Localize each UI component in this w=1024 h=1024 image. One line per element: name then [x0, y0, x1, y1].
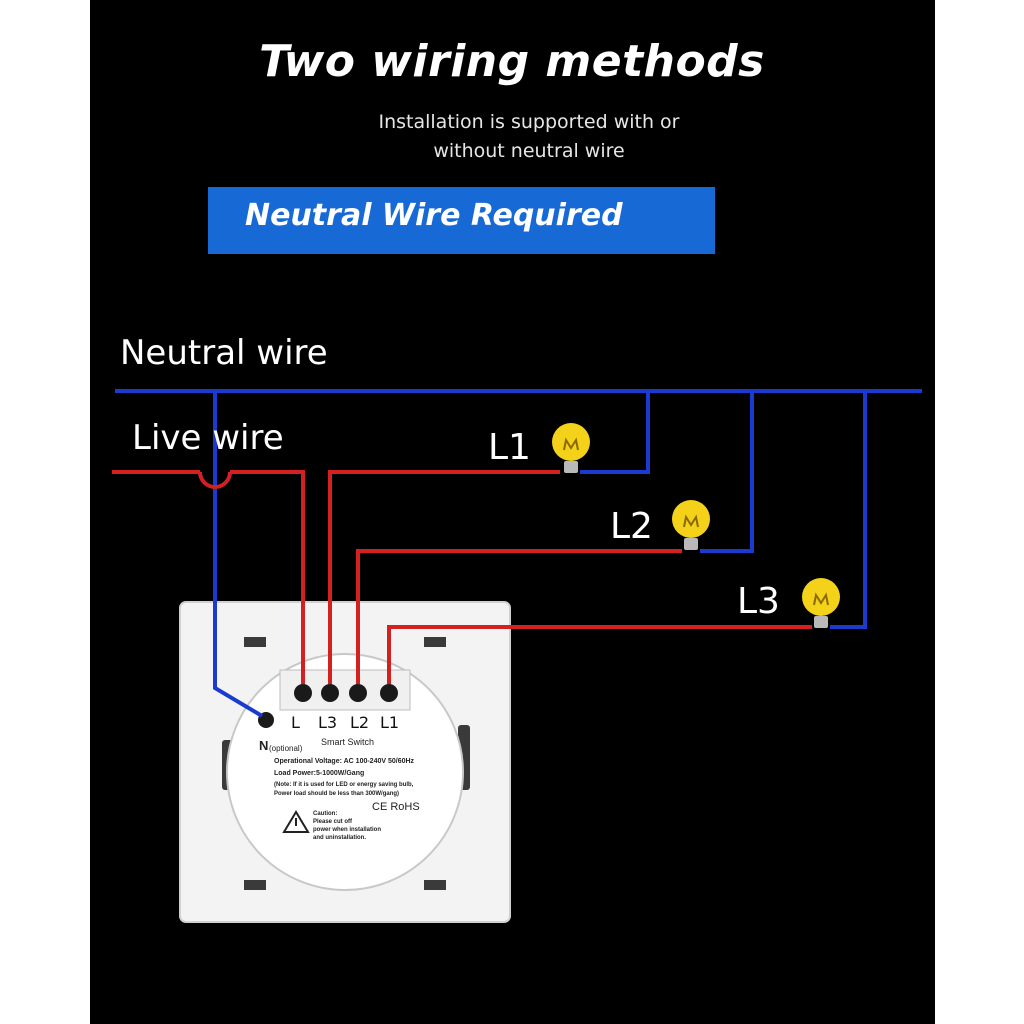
neutral-terminal-label: N: [259, 738, 269, 753]
warning-icon: [282, 810, 310, 833]
load-label-l2: L2: [610, 506, 653, 547]
page-title: Two wiring methods: [259, 36, 765, 87]
caution-line-3: and uninstallation.: [313, 835, 367, 841]
terminal-label-l2: L2: [350, 713, 370, 732]
terminal-screw-l: [294, 684, 312, 702]
device-voltage: Operational Voltage: AC 100-240V 50/60Hz: [274, 758, 415, 765]
terminal-screw-l3: [321, 684, 339, 702]
terminal-screws: [258, 684, 398, 728]
live-wire-label: Live wire: [132, 418, 284, 458]
plate-slot: [244, 637, 266, 647]
plate-slot: [424, 880, 446, 890]
caution-line-1: Please cut off: [313, 819, 353, 825]
bulb-icon-l3: [802, 578, 840, 628]
mode-banner: [208, 187, 715, 254]
terminal-label-l3: L3: [318, 713, 338, 732]
device-load-power: Load Power:5-1000W/Gang: [274, 770, 365, 777]
bulb-icon-l2: [672, 500, 710, 550]
load-label-l1: L1: [488, 427, 531, 468]
device-note-line-2: Power load should be less than 300W/gang…: [274, 791, 400, 797]
neutral-wire-label: Neutral wire: [120, 333, 328, 373]
subtitle-line-2: without neutral wire: [433, 140, 625, 162]
plate-slot: [244, 880, 266, 890]
load-label-l3: L3: [737, 581, 780, 622]
page-subtitle: Installation is supported with or withou…: [0, 108, 1024, 166]
live-wire: [112, 470, 812, 684]
bulb-icon-l1: [552, 423, 590, 473]
caution-line-2: power when installation: [313, 827, 382, 833]
neutral-wire: [115, 389, 922, 718]
plate-slot: [424, 637, 446, 647]
device-note-line-1: (Note: If it is used for LED or energy s…: [274, 782, 414, 788]
terminal-label-l: L: [291, 713, 300, 732]
terminal-screw-l2: [349, 684, 367, 702]
caution-title: Caution:: [313, 811, 338, 817]
mode-banner-label: Neutral Wire Required: [245, 198, 623, 233]
terminal-screw-l1: [380, 684, 398, 702]
neutral-terminal-note: (optional): [269, 744, 303, 753]
terminal-label-l1: L1: [380, 713, 400, 732]
subtitle-line-1: Installation is supported with or: [378, 111, 680, 133]
certification-marks: CE RoHS: [372, 801, 420, 813]
warning-icon-mark: [295, 818, 297, 826]
device-name: Smart Switch: [321, 737, 375, 747]
